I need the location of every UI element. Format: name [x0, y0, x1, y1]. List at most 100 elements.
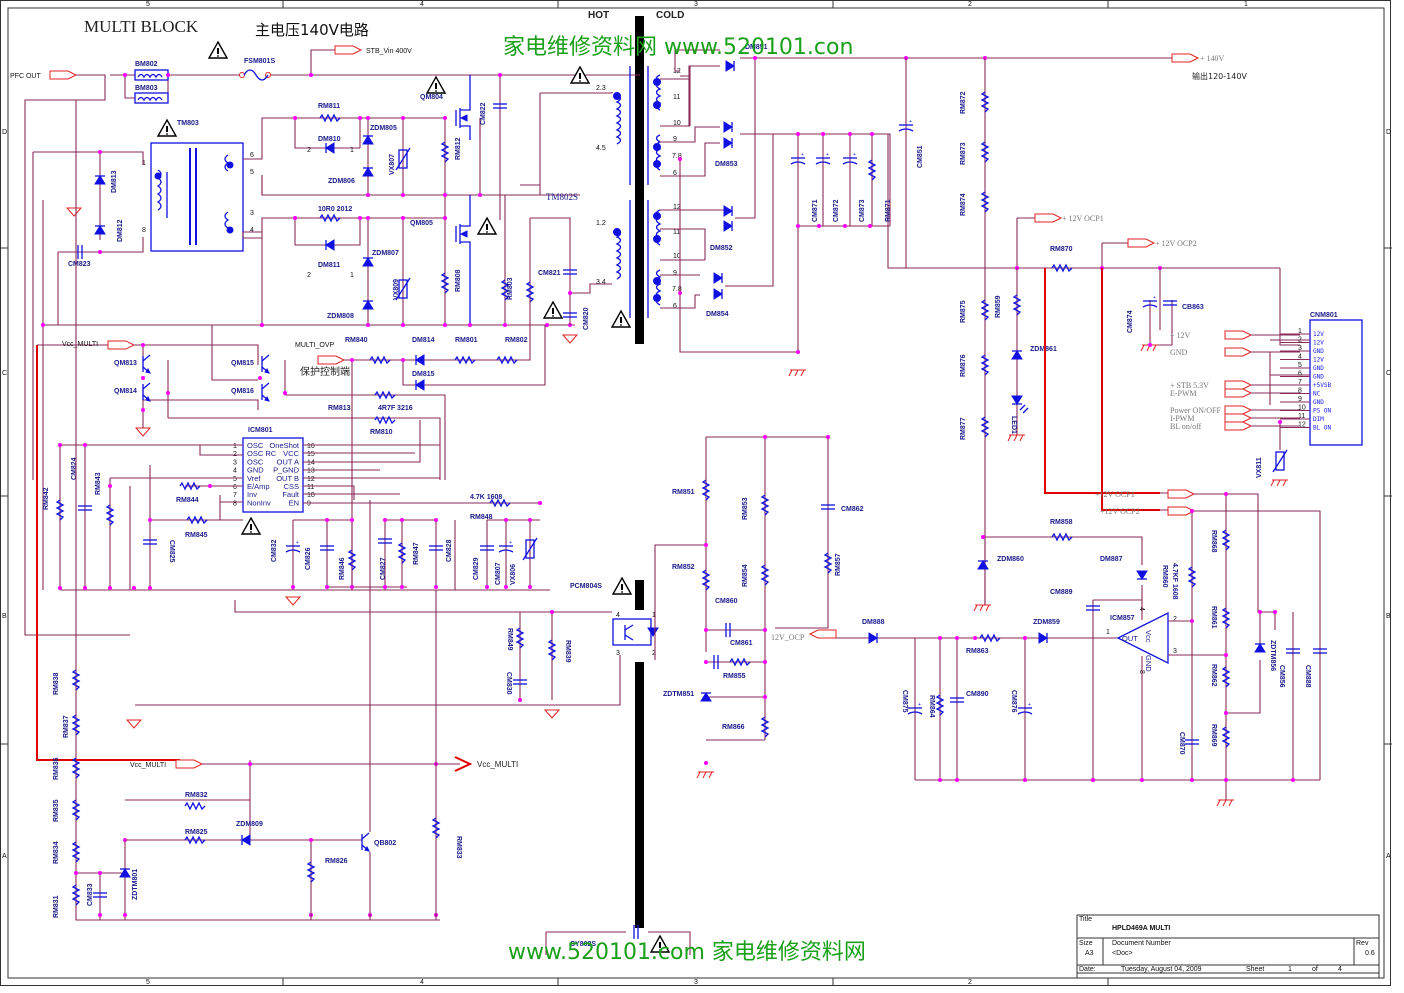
connector-pin-name: 12V: [1313, 340, 1324, 347]
connector-pin-number: 10: [1298, 405, 1306, 412]
svg-text:RM870: RM870: [1050, 246, 1073, 253]
svg-text:DM888: DM888: [862, 619, 885, 626]
ic-pin-number: 14: [307, 459, 315, 466]
ic-pin-name: Inv: [247, 490, 257, 499]
connector-input-port[interactable]: [1224, 330, 1253, 340]
qm805-mosfet: [455, 195, 471, 325]
connector-input-port[interactable]: [1224, 421, 1253, 431]
ocp1-in-port[interactable]: [1167, 489, 1196, 499]
svg-text:VX811: VX811: [1256, 457, 1263, 478]
sheet-label: Sheet: [1246, 966, 1264, 973]
svg-text:QM804: QM804: [420, 94, 443, 101]
isolation-barrier-top: [635, 16, 644, 344]
connector-pin-name: 12V: [1313, 331, 1324, 338]
vcc-multi-port[interactable]: [107, 340, 136, 350]
vcc-multi-out-port[interactable]: [175, 759, 204, 769]
ocp1-in-label: +12V OCP1: [1095, 490, 1135, 499]
plus140v-label: + 140V: [1200, 54, 1225, 63]
svg-text:DM854: DM854: [706, 311, 729, 318]
sheet-value: 1: [1288, 966, 1292, 973]
connector-pin-number: 7: [1298, 379, 1302, 386]
connector-pin-name: +5VSB: [1313, 382, 1331, 389]
svg-text:3.4: 3.4: [596, 279, 606, 286]
connector-input-port[interactable]: [1224, 388, 1253, 398]
dm811-diode: [325, 239, 335, 251]
zdtm856-shunt: [1254, 643, 1266, 653]
ic-pin-number: 13: [307, 468, 315, 475]
fuse-label: FSM801S: [244, 58, 275, 65]
svg-text:CM851: CM851: [917, 145, 924, 168]
row-marker: B: [1386, 613, 1391, 620]
stb-vin-port[interactable]: [334, 45, 363, 55]
svg-text:Vcc: Vcc: [1144, 630, 1153, 643]
multi-ovp-port[interactable]: [317, 355, 346, 365]
plus140v-port[interactable]: [1171, 53, 1200, 63]
svg-text:CM821: CM821: [538, 270, 561, 277]
svg-text:4R7F 3216: 4R7F 3216: [378, 405, 413, 412]
ic-pin-name: GND: [247, 466, 264, 475]
ic-pin-name: OSC: [247, 457, 264, 466]
svg-text:RM838: RM838: [53, 672, 60, 695]
qm816-transistor: [261, 382, 270, 402]
chassis-ground-icon: [1007, 434, 1026, 442]
svg-text:CM856: CM856: [1278, 665, 1285, 688]
svg-text:CM890: CM890: [966, 691, 989, 698]
svg-text:VX809: VX809: [393, 279, 400, 300]
size-label: Size: [1079, 940, 1093, 947]
svg-text:DM814: DM814: [412, 337, 435, 344]
svg-text:1: 1: [142, 160, 146, 167]
svg-text:CM824: CM824: [71, 457, 78, 480]
connector-pin-name: GND: [1313, 348, 1324, 355]
connector-pin-name: GND: [1313, 374, 1324, 381]
svg-text:RM877: RM877: [960, 417, 967, 440]
connector-input-port[interactable]: [1224, 380, 1253, 390]
multi-ovp-label: MULTI_OVP: [295, 342, 334, 349]
svg-text:4.5: 4.5: [596, 145, 606, 152]
svg-text:Vcc_MULTI: Vcc_MULTI: [130, 762, 166, 769]
vcc-multi-label: Vcc_MULTI: [62, 341, 98, 348]
svg-text:CM875: CM875: [901, 690, 908, 713]
svg-text:RM853: RM853: [742, 497, 749, 520]
zdm808-zener: [362, 300, 374, 310]
col-marker: 4: [420, 1, 424, 8]
icm857-label: ICM857: [1110, 615, 1135, 622]
ic-pin-name: OSC RC: [247, 449, 277, 458]
svg-text:QM805: QM805: [410, 220, 433, 227]
vx809-varistor: [398, 279, 408, 299]
ground-icon: [135, 427, 151, 437]
svg-text:QM813: QM813: [114, 360, 137, 367]
pfc-out-port[interactable]: [49, 70, 78, 80]
row-marker: A: [1386, 853, 1391, 860]
svg-text:RM852: RM852: [672, 564, 695, 571]
connector-input-port[interactable]: [1224, 413, 1253, 423]
ocp2-in-port[interactable]: [1167, 506, 1196, 516]
connector-pin-name: 12V: [1313, 357, 1324, 364]
svg-text:1.2: 1.2: [596, 220, 606, 227]
warning-icon: [612, 577, 632, 595]
bm802-label: BM802: [135, 61, 158, 68]
date-label: Date:: [1079, 966, 1096, 973]
connector-input-port[interactable]: [1224, 347, 1253, 357]
ic-pin-name: P_GND: [273, 466, 299, 475]
ic-pin-number: 11: [307, 484, 314, 491]
svg-text:CM873: CM873: [859, 199, 866, 222]
svg-text:RM834: RM834: [53, 841, 60, 864]
svg-text:RM801: RM801: [455, 337, 478, 344]
ic-pin-number: 6: [233, 484, 237, 491]
zdm809-zener: [241, 834, 251, 846]
svg-text:RM861: RM861: [1210, 606, 1217, 629]
svg-text:RM868: RM868: [1210, 530, 1217, 553]
svg-text:CM876: CM876: [1010, 690, 1017, 713]
connector-input-port[interactable]: [1224, 405, 1253, 415]
zdm806-zener: [362, 167, 374, 177]
ocp2-port[interactable]: [1127, 238, 1156, 248]
warning-icon: [543, 301, 563, 319]
block-title-cn: 主电压140V电路: [255, 21, 369, 39]
connector-pin-name: GND: [1313, 399, 1324, 406]
svg-text:RM874: RM874: [960, 193, 967, 216]
svg-text:DM852: DM852: [710, 245, 733, 252]
connector-pin-number: 6: [1298, 371, 1302, 378]
ocp12-port[interactable]: [808, 629, 837, 639]
ocp1-port[interactable]: [1034, 213, 1063, 223]
date-value: Tuesday, August 04, 2009: [1121, 966, 1202, 973]
